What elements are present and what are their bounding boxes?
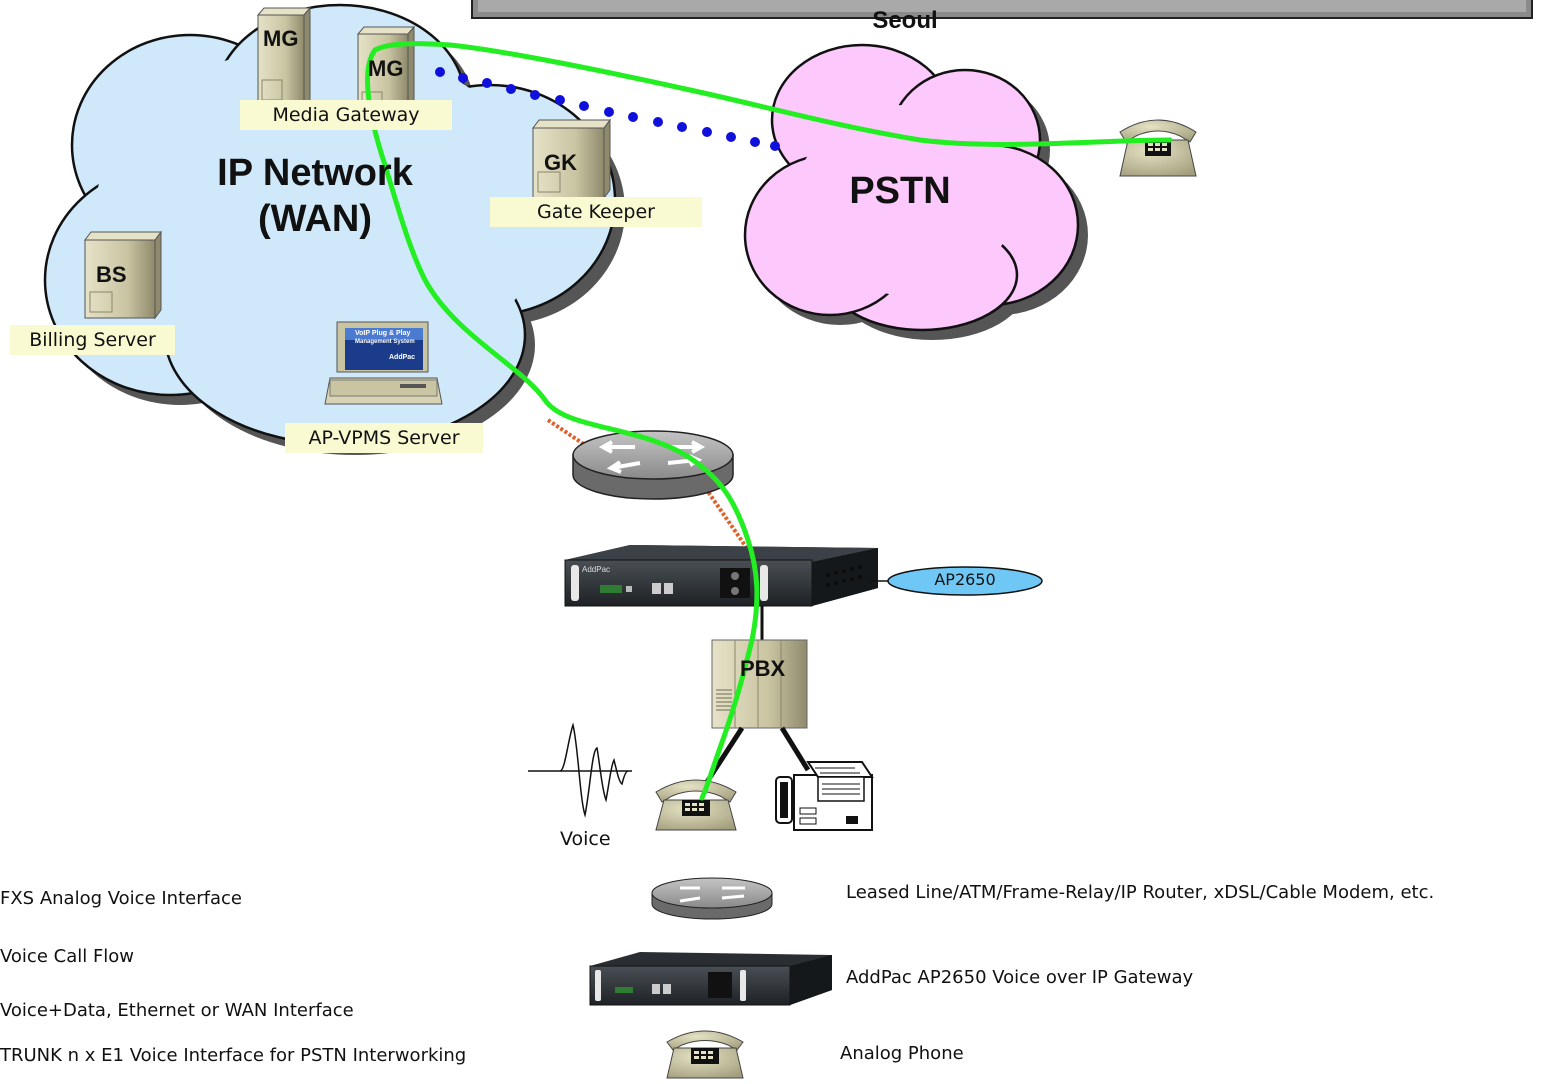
top-banner	[471, 0, 1533, 19]
vpms-workstation-icon	[324, 321, 443, 405]
vpms-screen-title: VoIP Plug & Play	[355, 330, 411, 337]
gateway-brand: AddPac	[582, 565, 611, 574]
region-label: Seoul	[872, 7, 938, 34]
pstn-phone-icon	[1119, 119, 1197, 177]
legend-router-icon	[651, 877, 773, 920]
legend-router-desc: Leased Line/ATM/Frame-Relay/IP Router, x…	[846, 882, 1435, 903]
local-phone-icon	[655, 779, 737, 831]
legend-voice-data: Voice+Data, Ethernet or WAN Interface	[0, 1000, 354, 1021]
ip-network-line2: (WAN)	[258, 198, 372, 240]
billing-server-label: Billing Server	[10, 325, 175, 355]
ap2650-gateway	[564, 545, 878, 607]
mg2-code: MG	[368, 56, 404, 81]
mg1-server-icon	[256, 6, 312, 109]
ip-cloud-fill	[95, 45, 545, 385]
voice-label: Voice	[560, 828, 611, 850]
vpms-screen: VoIP Plug & Play Management System AddPa…	[345, 329, 423, 362]
router-device	[572, 430, 734, 500]
legend-gateway-icon	[589, 952, 832, 1006]
gk-code: GK	[544, 150, 577, 175]
bs-server-icon	[84, 230, 162, 320]
ip-network-line1: IP Network	[217, 152, 413, 194]
mg1-code: MG	[263, 26, 299, 51]
vpms-screen-brand: AddPac	[389, 354, 416, 361]
trunk-e1-link	[435, 67, 780, 151]
pstn-cloud-fill	[795, 105, 1015, 295]
gk-server-icon	[532, 118, 611, 200]
voice-call-flow-line	[365, 41, 1173, 801]
fax-machine-icon	[775, 761, 874, 831]
legend-phone-icon	[666, 1030, 744, 1079]
pbx-device	[711, 639, 808, 729]
pbx-extension-lines	[702, 726, 811, 787]
legend-call-flow: Voice Call Flow	[0, 946, 135, 967]
bs-code: BS	[96, 262, 127, 287]
ap2650-callout-text: AP2650	[934, 570, 996, 589]
legend-fxs: FXS Analog Voice Interface	[0, 888, 242, 909]
voice-waveform-icon	[528, 722, 632, 818]
legend-gateway-desc: AddPac AP2650 Voice over IP Gateway	[846, 967, 1194, 988]
vpms-label: AP-VPMS Server	[285, 423, 483, 453]
vpms-screen-sub: Management System	[355, 339, 415, 345]
media-gateway-label: Media Gateway	[240, 100, 452, 130]
gate-keeper-label: Gate Keeper	[490, 197, 702, 227]
legend-trunk: TRUNK n x E1 Voice Interface for PSTN In…	[0, 1045, 467, 1066]
ip-network-title: IP Network (WAN)	[180, 150, 450, 242]
pbx-code: PBX	[740, 656, 786, 681]
legend-phone-desc: Analog Phone	[840, 1043, 964, 1064]
pstn-title: PSTN	[849, 170, 951, 212]
